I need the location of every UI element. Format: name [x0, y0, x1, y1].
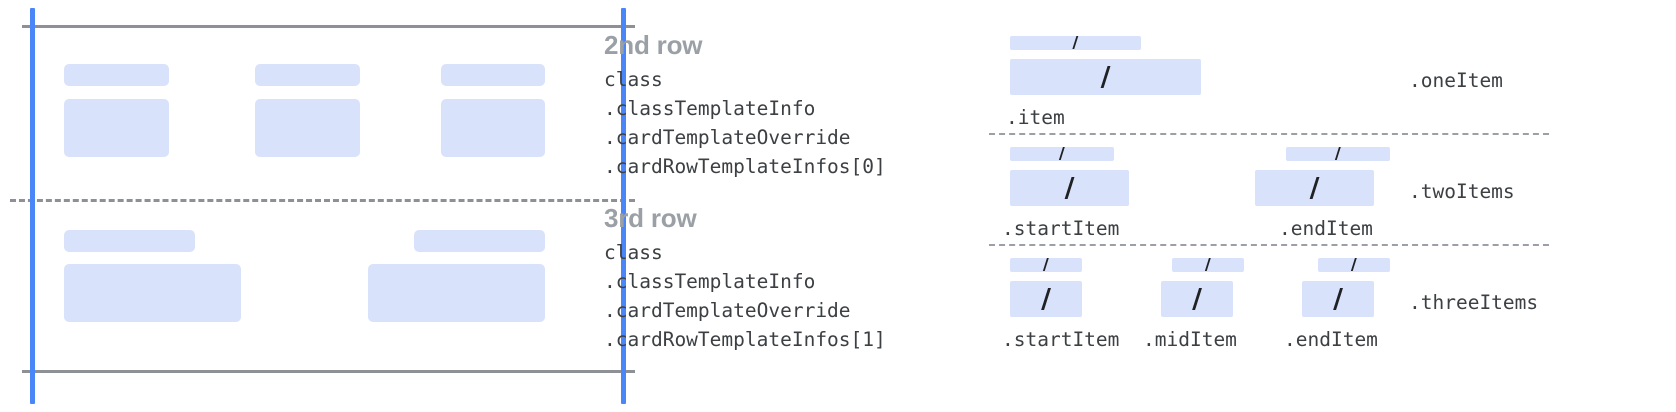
variant-divider-2	[989, 244, 1549, 246]
callout-title: 3rd row	[604, 203, 697, 233]
two-items-start-value-block: /	[1010, 170, 1129, 206]
slash-glyph: /	[1072, 36, 1079, 50]
cell-4-label-block	[64, 230, 195, 252]
three-items-mid-value-block: /	[1161, 281, 1233, 317]
slash-glyph: /	[1333, 283, 1343, 315]
callout-code-line: class	[604, 68, 663, 91]
slash-glyph: /	[1192, 283, 1202, 315]
left-guide-line	[30, 8, 35, 404]
one-item-tag: .oneItem	[1409, 69, 1503, 92]
slash-glyph: /	[1100, 61, 1111, 93]
row-item-variants: / / .item .oneItem / / .startItem / /	[984, 0, 1676, 412]
callout-code-line: .cardRowTemplateInfos[1]	[604, 328, 886, 351]
row-divider-dashed-rule	[10, 199, 635, 202]
three-items-mid-label-block: /	[1172, 258, 1244, 272]
top-boundary-rule	[22, 25, 635, 28]
three-items-end-label-block: /	[1318, 258, 1390, 272]
three-items-end-part-label: .endItem	[1284, 328, 1378, 351]
three-items-start-part-label: .startItem	[1002, 328, 1120, 351]
cell-1-label-block	[64, 64, 169, 86]
two-items-start-label-block: /	[1010, 147, 1114, 161]
two-items-end-label-block: /	[1286, 147, 1390, 161]
callout-code-line: .cardTemplateOverride	[604, 299, 851, 322]
one-item-part-label: .item	[1006, 106, 1065, 129]
callout-second-row: 2nd row class .classTemplateInfo .cardTe…	[604, 30, 886, 181]
three-items-end-value-block: /	[1302, 281, 1374, 317]
cell-5-value-block	[368, 264, 545, 322]
two-items-end-part-label: .endItem	[1279, 217, 1373, 240]
callout-code-line: .classTemplateInfo	[604, 97, 816, 120]
two-items-end-value-block: /	[1255, 170, 1374, 206]
slash-glyph: /	[1204, 258, 1212, 272]
card-row-layout-preview	[0, 0, 640, 412]
slash-glyph: /	[1309, 172, 1320, 204]
slash-glyph: /	[1041, 283, 1051, 315]
cell-5-label-block	[414, 230, 545, 252]
three-items-start-value-block: /	[1010, 281, 1082, 317]
slash-glyph: /	[1042, 258, 1050, 272]
slash-glyph: /	[1058, 147, 1066, 161]
slash-glyph: /	[1350, 258, 1358, 272]
one-item-label-block: /	[1010, 36, 1141, 50]
two-items-start-part-label: .startItem	[1002, 217, 1120, 240]
variant-divider-1	[989, 133, 1549, 135]
two-items-tag: .twoItems	[1409, 180, 1515, 203]
callout-title: 2nd row	[604, 30, 703, 60]
callout-third-row: 3rd row class .classTemplateInfo .cardTe…	[604, 203, 886, 354]
cell-2-label-block	[255, 64, 360, 86]
callout-code-line: .classTemplateInfo	[604, 270, 816, 293]
cell-4-value-block	[64, 264, 241, 322]
callout-code-line: .cardTemplateOverride	[604, 126, 851, 149]
callout-code-line: .cardRowTemplateInfos[0]	[604, 155, 886, 178]
callout-list: 2nd row class .classTemplateInfo .cardTe…	[604, 0, 984, 412]
slash-glyph: /	[1064, 172, 1075, 204]
bottom-boundary-rule	[22, 370, 635, 373]
cell-2-value-block	[255, 99, 360, 157]
cell-1-value-block	[64, 99, 169, 157]
cell-3-label-block	[441, 64, 545, 86]
slash-glyph: /	[1334, 147, 1342, 161]
three-items-tag: .threeItems	[1409, 291, 1539, 314]
cell-3-value-block	[441, 99, 545, 157]
three-items-mid-part-label: .midItem	[1143, 328, 1237, 351]
callout-code-line: class	[604, 241, 663, 264]
one-item-value-block: /	[1010, 59, 1201, 95]
right-guide-line	[621, 8, 626, 404]
three-items-start-label-block: /	[1010, 258, 1082, 272]
